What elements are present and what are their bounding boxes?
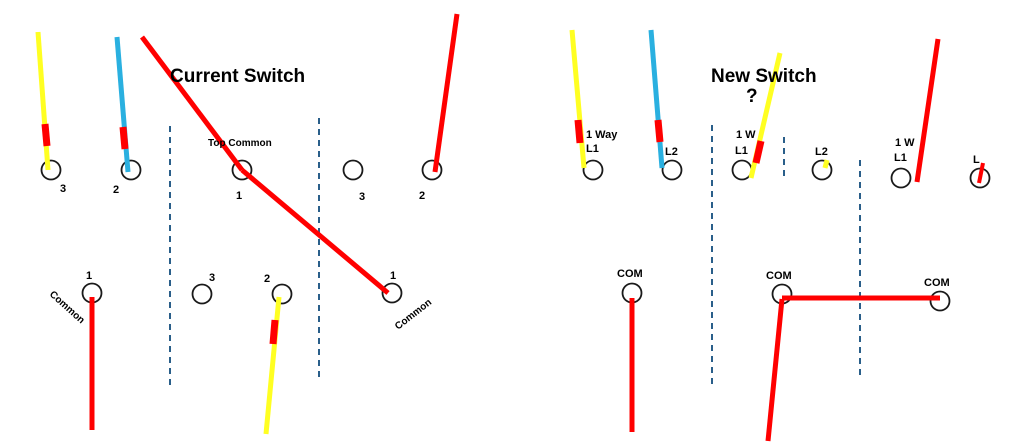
current-wire-red-right [432, 13, 460, 173]
new-label-one-way-a: 1 Way [586, 129, 618, 141]
current-label-2-mid: 2 [264, 273, 270, 285]
current-terminal-top-common [231, 159, 253, 181]
new-switch-title: New Switch [711, 66, 817, 87]
new-label-l1-b: L1 [735, 145, 748, 157]
current-label-2-right: 2 [419, 190, 425, 202]
new-label-l-c: L [973, 154, 980, 166]
current-label-3-left: 3 [60, 183, 66, 195]
current-terminal-common-right [381, 282, 403, 304]
new-label-l1-c: L1 [894, 152, 907, 164]
current-wire-red-diagonal-lower [240, 168, 390, 295]
current-label-1-bottom-right: 1 [390, 270, 396, 282]
new-wire-yellow-left [569, 29, 587, 169]
new-wire-yellow-stub [822, 159, 830, 169]
current-label-top-common: Top Common [208, 138, 272, 149]
current-label-3-mid: 3 [209, 272, 215, 284]
new-terminal-l1-b [731, 159, 753, 181]
current-wire-yellow-bottom-tape [269, 319, 279, 345]
current-label-3-right: 3 [359, 191, 365, 203]
new-wire-red-stub [977, 162, 985, 184]
current-label-1-bottom-left: 1 [86, 270, 92, 282]
current-terminal-3-left [40, 159, 62, 181]
current-terminal-3-right [342, 159, 364, 181]
new-wire-blue [648, 29, 665, 169]
new-label-one-way-b: 1 W [736, 129, 756, 141]
new-switch-panel: New Switch ? 1 Way L1 L2 1 W L1 L2 1 W L… [569, 29, 991, 442]
current-label-common-left: Common [47, 289, 87, 326]
new-wire-blue-tape [654, 119, 664, 143]
current-wire-red-diagonal-upper [140, 35, 244, 172]
new-label-com-c: COM [924, 277, 950, 289]
new-terminal-l1-c [890, 167, 912, 189]
new-terminal-com-c [929, 290, 951, 312]
new-terminal-l2-a [661, 159, 683, 181]
current-terminal-2-left [120, 159, 142, 181]
current-label-common-right: Common [393, 297, 434, 332]
new-label-com-a: COM [617, 268, 643, 280]
current-terminal-3-mid [191, 283, 213, 305]
current-switch-title: Current Switch [170, 66, 305, 87]
new-label-one-way-c: 1 W [895, 137, 915, 149]
new-wire-red-right [914, 38, 941, 183]
current-terminal-2-right [421, 159, 443, 181]
new-wire-yellow-left-tape [574, 119, 584, 144]
new-switch-question-mark: ? [746, 86, 758, 107]
new-terminal-l1-a [582, 159, 604, 181]
new-wire-red-com-b [765, 298, 785, 442]
current-wire-blue-tape [119, 126, 129, 150]
current-wire-blue [114, 36, 131, 173]
current-terminal-2-mid [271, 283, 293, 305]
new-terminal-l2-b [811, 159, 833, 181]
current-wire-yellow-left [35, 31, 51, 171]
new-wire-yellow-mid-tape [752, 140, 765, 164]
current-label-2-left: 2 [113, 184, 119, 196]
new-label-com-b: COM [766, 270, 792, 282]
current-wire-yellow-bottom [263, 296, 282, 435]
current-switch-panel: Current Switch Top Common 3 2 1 3 2 1 Co… [35, 13, 460, 435]
new-label-l2-b: L2 [815, 146, 828, 158]
current-label-1-center: 1 [236, 190, 242, 202]
current-wire-yellow-left-tape [41, 123, 51, 147]
new-label-l2-a: L2 [665, 146, 678, 158]
new-label-l1-a: L1 [586, 143, 599, 155]
